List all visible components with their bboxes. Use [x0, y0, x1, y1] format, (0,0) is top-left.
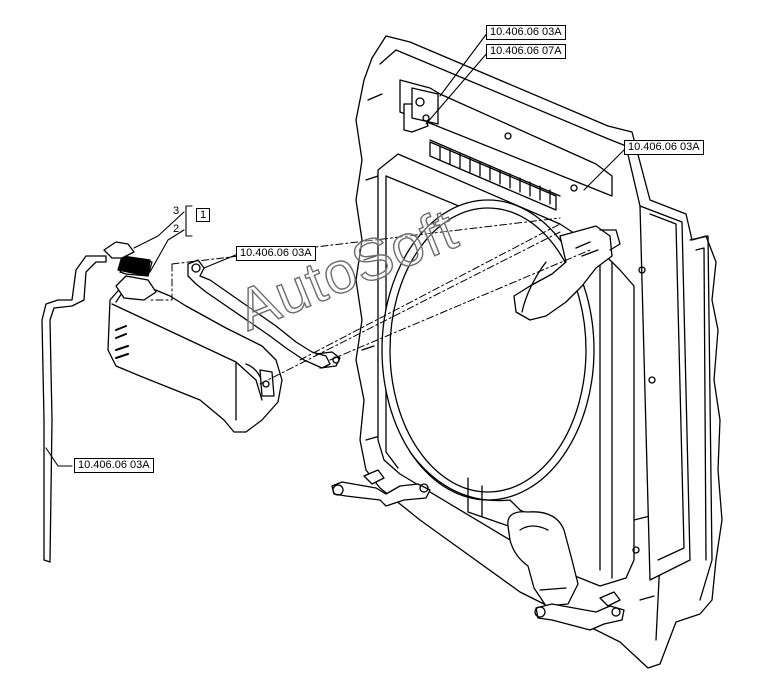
callout-middle: 10.406.06 03A — [236, 246, 316, 261]
callout-bottom-left: 10.406.06 03A — [74, 458, 154, 473]
top-bracket — [399, 79, 613, 211]
lower-mount-left — [331, 469, 431, 507]
top-fin-ladder — [429, 141, 557, 211]
radiator-core — [639, 205, 713, 601]
item-number-3: 3 — [173, 205, 180, 217]
vent-hose — [187, 259, 341, 369]
upper-hose — [513, 225, 621, 321]
expansion-tank — [107, 255, 283, 433]
callout-top-1: 10.406.06 03A — [486, 25, 566, 40]
item-number-1: 1 — [196, 208, 211, 222]
leader-lines — [45, 31, 627, 467]
lower-hose — [507, 511, 579, 607]
front-radiator — [377, 153, 635, 587]
callout-right: 10.406.06 03A — [624, 140, 704, 155]
callout-top-2: 10.406.06 07A — [486, 44, 566, 59]
item-number-2: 2 — [173, 223, 180, 235]
fan-ring — [389, 207, 587, 493]
lower-mount-right — [534, 591, 625, 631]
overflow-hose — [41, 241, 135, 563]
bolts — [570, 184, 656, 554]
